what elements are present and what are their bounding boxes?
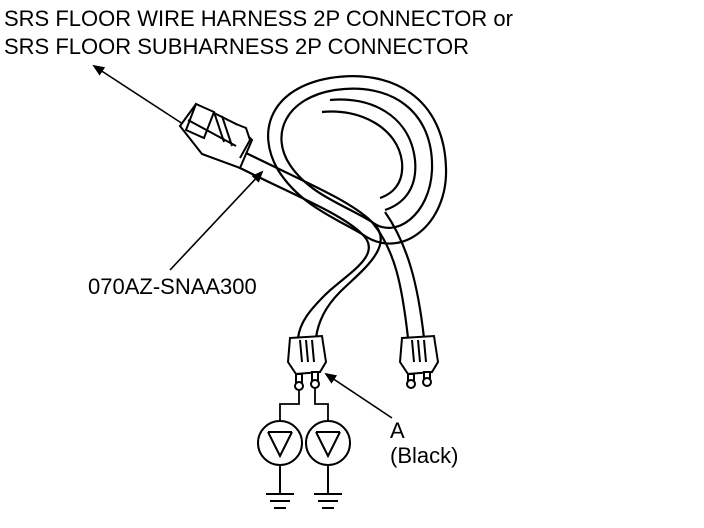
ground-icon [314, 465, 342, 509]
left-lead [296, 221, 382, 339]
connector-right [398, 334, 440, 389]
voltmeter-icon [257, 420, 303, 466]
ground-icon [266, 465, 294, 509]
part-number-label: 070AZ-SNAA300 [88, 274, 257, 299]
harness-loop [267, 75, 448, 245]
title-line-1: SRS FLOOR WIRE HARNESS 2P CONNECTOR or [4, 6, 513, 31]
connector-a [286, 334, 328, 391]
main-2p-connector [178, 102, 254, 170]
harness-cable [235, 149, 373, 235]
callout-a-description: (Black) [390, 443, 458, 468]
callout-a-label: A [390, 418, 405, 443]
title-leader-arrow [92, 64, 187, 127]
part-number-leader [169, 170, 264, 271]
meter-wiring [279, 388, 329, 420]
callout-a-leader [324, 372, 393, 419]
right-lead [371, 211, 426, 339]
voltmeter-icon [305, 420, 351, 466]
title-line-2: SRS FLOOR SUBHARNESS 2P CONNECTOR [4, 34, 469, 59]
